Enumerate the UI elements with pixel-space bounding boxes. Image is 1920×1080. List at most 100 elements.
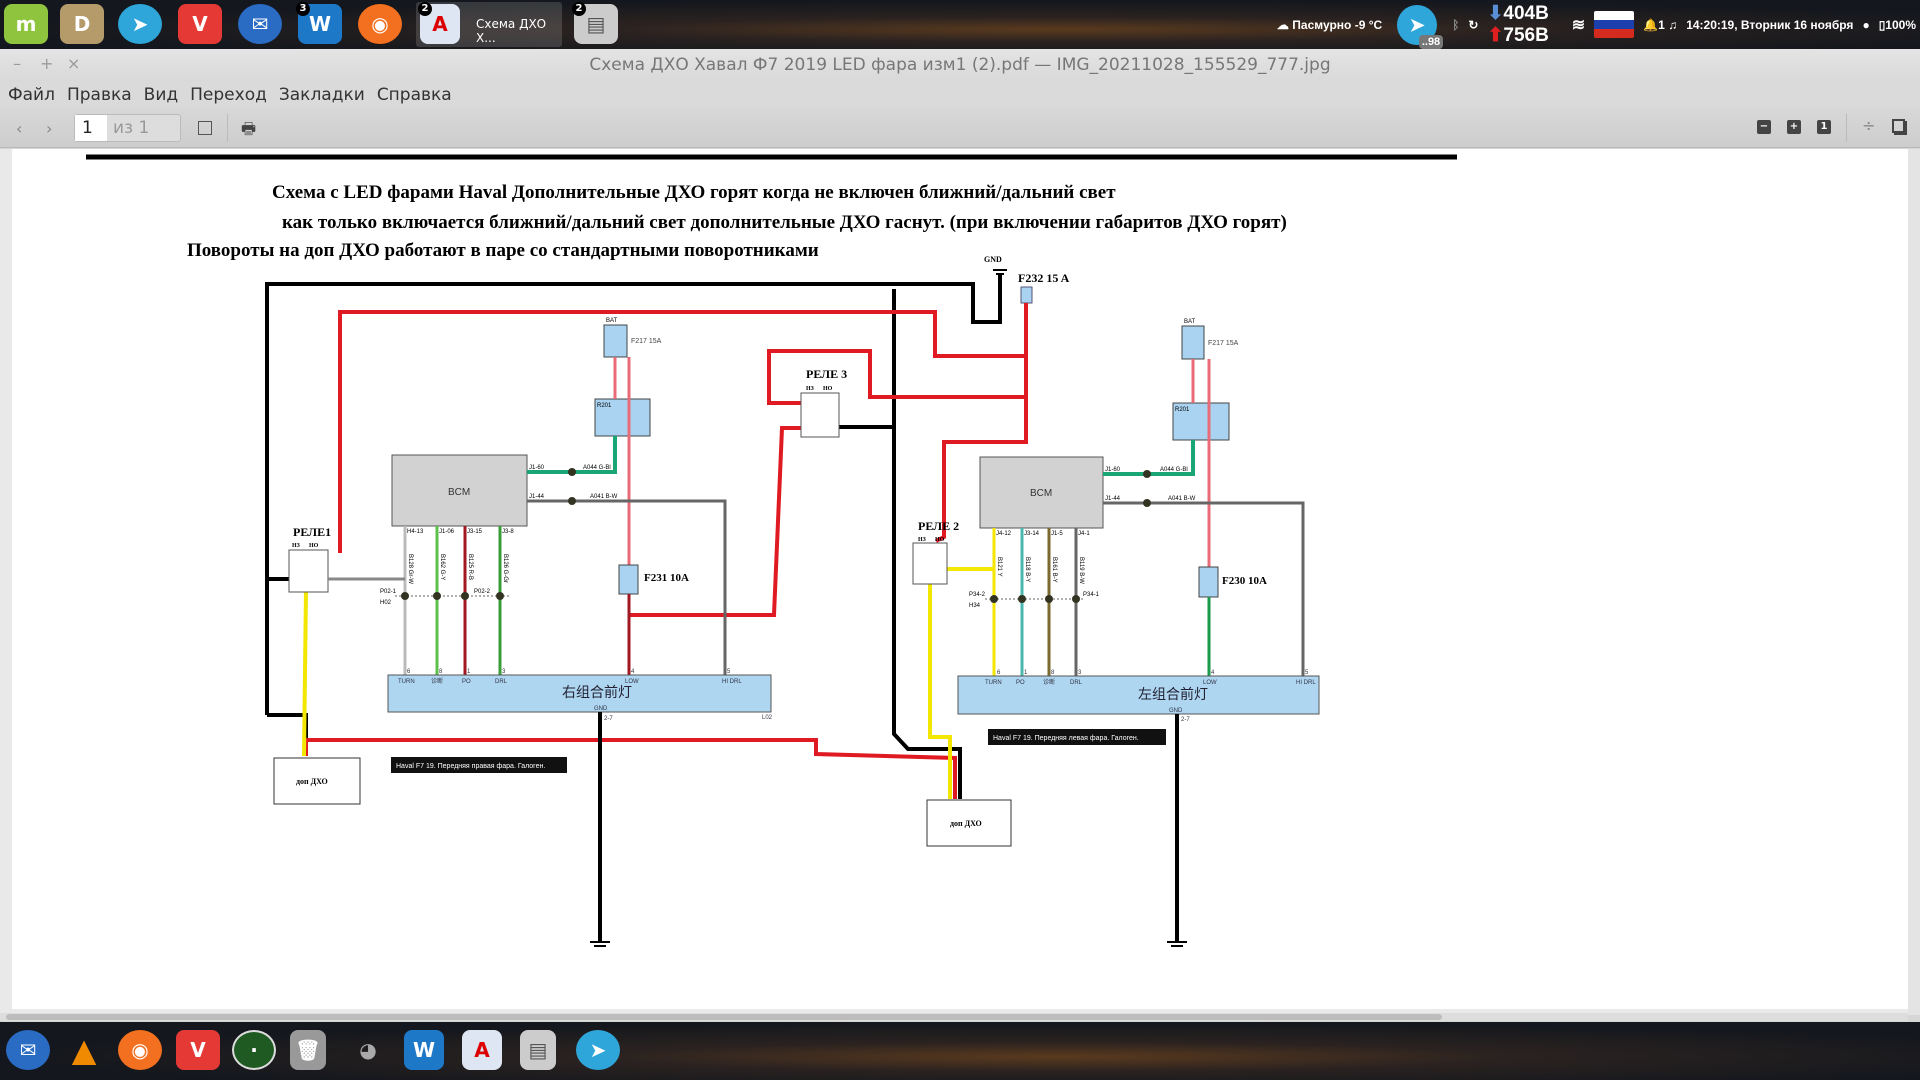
fuse-f231-label: F231 10A bbox=[644, 572, 689, 584]
fuse-f232-label: F232 15 A bbox=[1018, 271, 1070, 285]
telegram-icon[interactable]: ➤ bbox=[118, 4, 162, 44]
relay-1-no: НО bbox=[309, 543, 319, 549]
next-page-icon[interactable]: › bbox=[46, 119, 53, 138]
relay-r201-left bbox=[1172, 402, 1230, 441]
menu-go[interactable]: Переход bbox=[190, 84, 267, 105]
cloud-icon: ☁ bbox=[1276, 17, 1293, 32]
horizontal-scrollbar-thumb[interactable] bbox=[6, 1014, 1442, 1020]
pin-4: J3-8 bbox=[502, 529, 514, 535]
lamp-gnd: GND bbox=[594, 706, 608, 712]
conn-p34-2: P34-2 bbox=[969, 592, 986, 598]
right-headlight-label: 右组合前灯 bbox=[562, 684, 632, 700]
bcm-label: BCM bbox=[1030, 488, 1052, 499]
fuse-f231 bbox=[618, 564, 639, 595]
trash-icon[interactable]: 🗑 bbox=[290, 1030, 326, 1070]
wire-a041: A041 B-W bbox=[590, 494, 618, 500]
fuse-f217-left bbox=[1181, 325, 1205, 360]
files-icon[interactable]: D bbox=[60, 4, 104, 44]
mint-menu-icon[interactable]: m bbox=[4, 4, 48, 44]
menu-view[interactable]: Вид bbox=[143, 84, 179, 105]
previous-page-icon[interactable]: ‹ bbox=[16, 119, 23, 138]
lamp-pin-turn: TURN bbox=[398, 679, 415, 685]
menu-edit[interactable]: Правка bbox=[66, 84, 132, 105]
lamp-pin-low: LOW bbox=[1203, 680, 1217, 686]
radar-icon[interactable]: · bbox=[232, 1030, 276, 1070]
fuse-f232 bbox=[1020, 286, 1033, 304]
task-badge: 2 bbox=[418, 2, 432, 16]
caption-right: Haval F7 19. Передняя правая фара. Галог… bbox=[396, 763, 545, 770]
bluetooth-icon[interactable]: ᛒ bbox=[1452, 17, 1460, 32]
lamp-pin-drl: DRL bbox=[1070, 680, 1083, 686]
lamp-pin-drl: DRL bbox=[495, 679, 508, 685]
pin-3: J3-15 bbox=[467, 529, 483, 535]
wire-2: B162 G-Y bbox=[439, 554, 445, 580]
bcm-left bbox=[979, 456, 1104, 529]
menu-bookmarks[interactable]: Закладки bbox=[278, 84, 365, 105]
clock[interactable]: 14:20:19, Вторник 16 ноября bbox=[1686, 17, 1854, 32]
minimize-button[interactable]: – bbox=[13, 54, 21, 73]
vivaldi-icon[interactable]: V bbox=[176, 1030, 220, 1070]
bcm-label: BCM bbox=[448, 487, 470, 498]
telegram-icon[interactable]: ➤ bbox=[576, 1030, 620, 1070]
thunderbird-icon[interactable]: ✉ bbox=[6, 1030, 50, 1070]
menu-file[interactable]: Файл bbox=[8, 84, 55, 105]
keyboard-layout-flag-icon[interactable] bbox=[1594, 11, 1635, 38]
lamp-num: 5 bbox=[1305, 670, 1309, 676]
weather-applet[interactable]: ☁ Пасмурно -9 °C bbox=[1277, 0, 1382, 49]
zoom-reset-button[interactable]: 1 bbox=[1817, 120, 1831, 134]
pin-j1-60: J1-60 bbox=[1105, 467, 1121, 473]
left-headlight-label: 左组合前灯 bbox=[1138, 686, 1208, 702]
conn-h02: H02 bbox=[380, 600, 392, 606]
music-icon: ♫ bbox=[1668, 17, 1678, 32]
lamp-num: 4 bbox=[1211, 670, 1215, 676]
fuse-f230 bbox=[1198, 566, 1219, 598]
battery-applet[interactable]: ▯100% bbox=[1879, 0, 1916, 49]
fuse-f217-right bbox=[603, 324, 628, 358]
continuous-pages-icon[interactable] bbox=[1892, 119, 1905, 133]
relay-2-no: НО bbox=[935, 537, 945, 543]
refresh-icon[interactable]: ↻ bbox=[1468, 17, 1479, 32]
zoom-in-button[interactable]: + bbox=[1787, 120, 1801, 134]
maximize-button[interactable]: + bbox=[40, 54, 54, 73]
firefox-icon[interactable]: ◉ bbox=[118, 1030, 162, 1070]
toolbar: ‹ › 1 из 1 🖶 − + 1 ÷ bbox=[0, 108, 1920, 148]
relay-1: РЕЛЕ1 НЗ НО bbox=[288, 525, 405, 593]
close-button[interactable]: × bbox=[67, 54, 81, 73]
sidebar-toggle-icon[interactable] bbox=[198, 121, 212, 135]
relay-r201-label: R201 bbox=[1175, 407, 1190, 413]
pdf-viewer-icon[interactable]: A bbox=[462, 1030, 502, 1070]
page-number-field[interactable]: 1 из 1 bbox=[74, 114, 181, 142]
zoom-out-button[interactable]: − bbox=[1757, 120, 1771, 134]
vivaldi-icon[interactable]: V bbox=[178, 4, 222, 44]
file-cabinet-icon[interactable]: ▤2 bbox=[572, 2, 618, 44]
gnd-pin: 2-7 bbox=[604, 716, 613, 722]
gimp-icon[interactable]: ◕ bbox=[359, 1038, 377, 1062]
telegram-tray[interactable]: ➤..98 bbox=[1397, 0, 1444, 49]
print-icon[interactable]: 🖶 bbox=[241, 119, 257, 138]
caption-left-box bbox=[988, 729, 1166, 745]
current-page-input[interactable]: 1 bbox=[75, 115, 107, 141]
notifications-applet[interactable]: 🔔1 ♫ bbox=[1643, 0, 1677, 49]
menu-help[interactable]: Справка bbox=[376, 84, 452, 105]
user-icon[interactable]: ● bbox=[1862, 17, 1870, 32]
writer-icon[interactable]: W bbox=[404, 1030, 444, 1070]
wire-1: B121 Y bbox=[996, 557, 1002, 577]
ground-symbol-top bbox=[993, 269, 1007, 275]
firefox-icon[interactable]: ◉ bbox=[358, 4, 402, 44]
thunderbird-icon[interactable]: ✉ bbox=[238, 4, 282, 44]
title-line-1: Схема с LED фарами Haval Дополнительные … bbox=[272, 182, 1116, 203]
fit-width-icon[interactable]: ÷ bbox=[1862, 116, 1876, 135]
wifi-icon[interactable]: ≋ bbox=[1571, 16, 1586, 34]
file-cabinet-icon[interactable]: ▤ bbox=[520, 1030, 556, 1070]
telegram-tray-icon: ➤..98 bbox=[1397, 4, 1444, 49]
vertical-scrollbar[interactable] bbox=[1908, 149, 1920, 1015]
bcm-right bbox=[391, 454, 528, 527]
upload-speed: 756B bbox=[1503, 24, 1549, 46]
vlc-icon[interactable]: ▲ bbox=[71, 1031, 97, 1069]
pin-j1-44: J1-44 bbox=[1105, 496, 1121, 502]
horizontal-scrollbar[interactable] bbox=[0, 1013, 1908, 1021]
title-line-2: как только включается ближний/дальний св… bbox=[282, 212, 1287, 233]
relay-2-label: РЕЛЕ 2 bbox=[918, 519, 959, 533]
